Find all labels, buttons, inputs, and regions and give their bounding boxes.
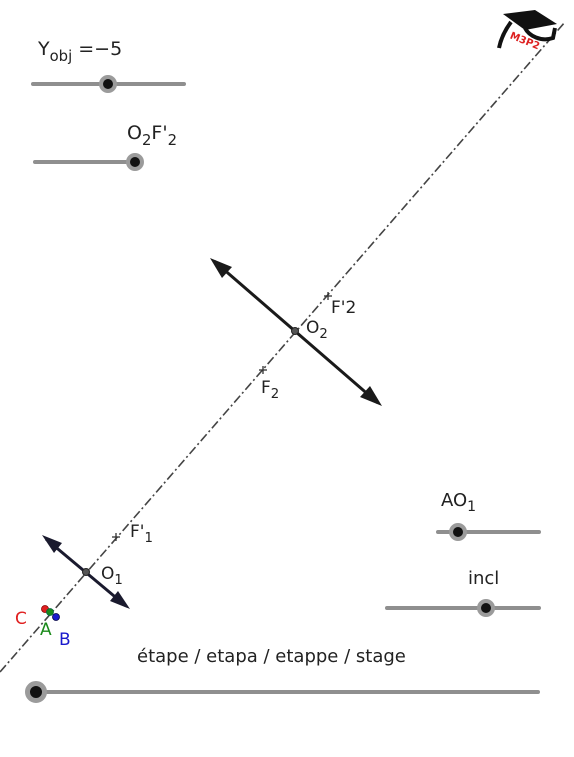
slider-incl-label: incl (468, 568, 500, 589)
slider-stage-track[interactable] (27, 690, 540, 694)
slider-incl-handle[interactable] (477, 599, 495, 617)
label-c: C (15, 609, 27, 629)
label-a: A (40, 620, 52, 640)
point-f-prime-1[interactable] (112, 533, 120, 541)
label-o2: O2 (306, 318, 328, 343)
slider-o2f2-handle[interactable] (126, 153, 144, 171)
slider-yobj-label: Yobj =−5 (38, 38, 123, 65)
slider-ao1-label: AO1 (441, 490, 477, 516)
slider-stage-handle[interactable] (25, 681, 47, 703)
slider-incl-track[interactable] (385, 606, 541, 610)
point-b[interactable] (52, 613, 60, 621)
point-o2[interactable] (291, 327, 299, 335)
slider-ao1-track[interactable] (436, 530, 541, 534)
label-f-prime-1: F'1 (130, 522, 153, 547)
label-b: B (59, 630, 71, 650)
label-o1: O1 (101, 564, 123, 589)
optical-axis (0, 21, 566, 673)
point-o1[interactable] (82, 568, 90, 576)
slider-o2f2-track[interactable] (33, 160, 136, 164)
point-a[interactable] (46, 608, 54, 616)
slider-ao1-handle[interactable] (449, 523, 467, 541)
point-f2[interactable] (259, 366, 267, 374)
slider-stage-label: étape / etapa / etappe / stage (137, 646, 406, 667)
slider-o2f2-label: O2F'2 (127, 122, 177, 149)
point-f-prime-2[interactable] (324, 292, 332, 300)
label-f-prime-2: F'2 (331, 298, 357, 318)
slider-yobj-handle[interactable] (99, 75, 117, 93)
graduation-cap-icon (497, 10, 557, 49)
label-f2: F2 (261, 378, 280, 403)
